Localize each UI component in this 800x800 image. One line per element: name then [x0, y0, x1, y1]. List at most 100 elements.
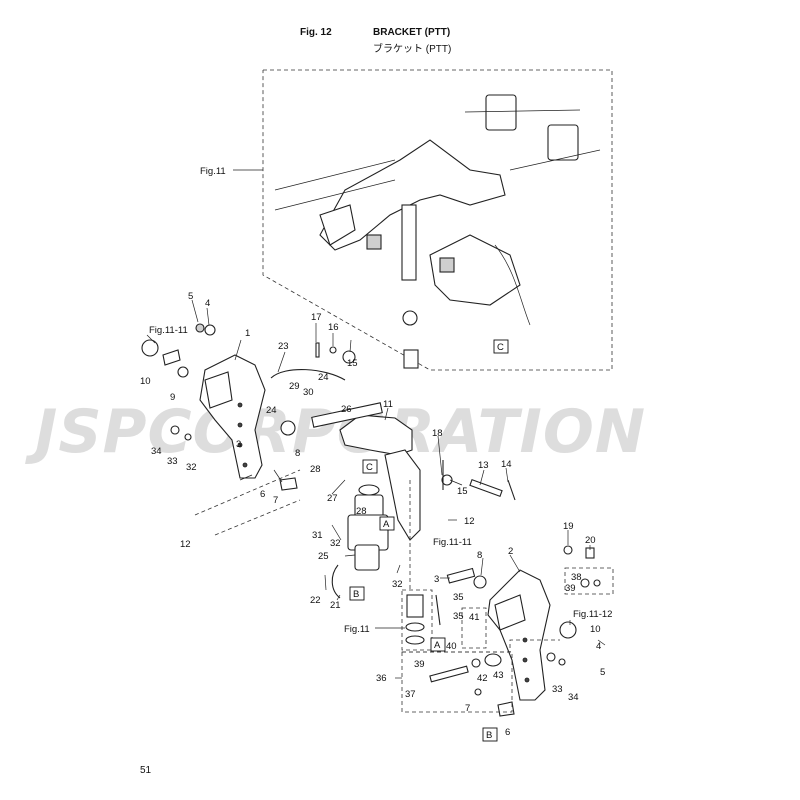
- callout-35-lower: 35: [453, 611, 464, 622]
- fig-ref-11-top: Fig.11: [200, 166, 226, 177]
- callout-12-right: 12: [464, 516, 475, 527]
- callout-41: 41: [469, 612, 480, 623]
- group-41-box: [461, 607, 487, 649]
- callout-8-right: 8: [477, 550, 482, 561]
- callout-29: 29: [289, 381, 300, 392]
- callout-10: 10: [140, 376, 151, 387]
- callout-4: 4: [205, 298, 210, 309]
- svg-text:A: A: [434, 640, 441, 651]
- svg-text:B: B: [353, 589, 359, 600]
- fig-ref-11-12: Fig.11-12: [573, 609, 612, 620]
- callouts: 1 2 3 3 4 4 5 5 6 6 7 7 8 8 9 10 10 11 1…: [140, 291, 605, 738]
- fig-ref-11-11-left: Fig.11-11: [149, 325, 188, 336]
- callout-26: 26: [341, 404, 352, 415]
- steering-arm-assembly: [274, 94, 601, 369]
- callout-4-right: 4: [596, 641, 601, 652]
- callout-5: 5: [188, 291, 193, 302]
- callout-27: 27: [327, 493, 338, 504]
- svg-text:C: C: [366, 462, 373, 473]
- leader-lines: [146, 169, 606, 679]
- callout-40: 40: [446, 641, 457, 652]
- callout-39-bottom: 39: [414, 659, 425, 670]
- callout-28-lower: 28: [356, 506, 367, 517]
- callout-15: 15: [347, 358, 358, 369]
- ptt-cylinder: [347, 484, 389, 571]
- svg-text:A: A: [383, 519, 390, 530]
- figure-references: Fig.11 Fig.11-11 Fig.11-11 Fig.11-12 Fig…: [149, 166, 612, 635]
- box-label-a-mid: A: [379, 516, 395, 531]
- callout-10-right: 10: [590, 624, 601, 635]
- callout-33: 33: [167, 456, 178, 467]
- box-label-b-left: B: [349, 586, 365, 601]
- callout-14: 14: [501, 459, 512, 470]
- callout-39-right: 39: [565, 583, 576, 594]
- figure-title-japanese: ブラケット (PTT): [373, 44, 452, 55]
- callout-24-upper: 24: [318, 372, 329, 383]
- callout-25: 25: [318, 551, 329, 562]
- fig-ref-11-bottom: Fig.11: [344, 624, 370, 635]
- callout-34-right: 34: [568, 692, 579, 703]
- callout-5-right: 5: [600, 667, 605, 678]
- fig11-bottom-group-box: [401, 589, 433, 651]
- callout-32-left: 32: [186, 462, 197, 473]
- callout-32-mid: 32: [330, 538, 341, 549]
- callout-9: 9: [170, 392, 175, 403]
- figure-number: Fig. 12: [300, 27, 332, 38]
- callout-1: 1: [245, 328, 250, 339]
- callout-21: 21: [330, 600, 341, 611]
- group-38-39-box: [564, 567, 614, 595]
- right-clamp-bracket: [487, 569, 551, 701]
- callout-11: 11: [383, 399, 393, 410]
- watermark-text: JSPCORPORATION: [25, 397, 646, 467]
- box-label-c-top: C: [493, 339, 509, 354]
- box-label-c-mid: C: [362, 459, 378, 474]
- left-clamp-bracket: [199, 354, 266, 479]
- callout-34: 34: [151, 446, 162, 457]
- callout-42: 42: [477, 673, 488, 684]
- callout-3-right: 3: [434, 574, 439, 585]
- callout-28: 28: [310, 464, 321, 475]
- callout-15-right: 15: [457, 486, 468, 497]
- group-36-box: [401, 651, 513, 713]
- callout-32-low: 32: [392, 579, 403, 590]
- bolt-axis-12-left: [194, 469, 301, 516]
- figure-title-english: BRACKET (PTT): [373, 27, 451, 38]
- callout-6-bottom: 6: [505, 727, 510, 738]
- callout-19: 19: [563, 521, 574, 532]
- fig11-enclosure: [262, 69, 613, 371]
- bolt-axis-12-lower: [214, 499, 301, 536]
- callout-2: 2: [508, 546, 513, 557]
- callout-30: 30: [303, 387, 314, 398]
- callout-18: 18: [432, 428, 443, 439]
- callout-33-right: 33: [552, 684, 563, 695]
- callout-20: 20: [585, 535, 596, 546]
- callout-13: 13: [478, 460, 489, 471]
- callout-22: 22: [310, 595, 321, 606]
- fig-ref-11-11-right: Fig.11-11: [433, 537, 472, 548]
- callout-38: 38: [571, 572, 582, 583]
- swivel-bracket: [311, 402, 421, 541]
- svg-text:C: C: [497, 342, 504, 353]
- callout-37: 37: [405, 689, 416, 700]
- callout-31: 31: [312, 530, 323, 541]
- box-label-a-low: A: [430, 637, 446, 652]
- callout-43: 43: [493, 670, 504, 681]
- callout-35-upper: 35: [453, 592, 464, 603]
- box-label-b-bottom: B: [482, 727, 498, 742]
- callout-17: 17: [311, 312, 322, 323]
- page-number: 51: [140, 765, 152, 776]
- callout-6: 6: [260, 489, 265, 500]
- callout-23: 23: [278, 341, 289, 352]
- callout-36: 36: [376, 673, 387, 684]
- callout-24: 24: [266, 405, 277, 416]
- svg-text:B: B: [486, 730, 492, 741]
- group-36-box-top: [402, 639, 560, 653]
- callout-8: 8: [295, 448, 300, 459]
- small-hardware: [141, 323, 601, 717]
- callout-7: 7: [273, 495, 278, 506]
- callout-16: 16: [328, 322, 339, 333]
- callout-7-bottom: 7: [465, 703, 470, 714]
- callout-12: 12: [180, 539, 191, 550]
- callout-3: 3: [236, 439, 241, 450]
